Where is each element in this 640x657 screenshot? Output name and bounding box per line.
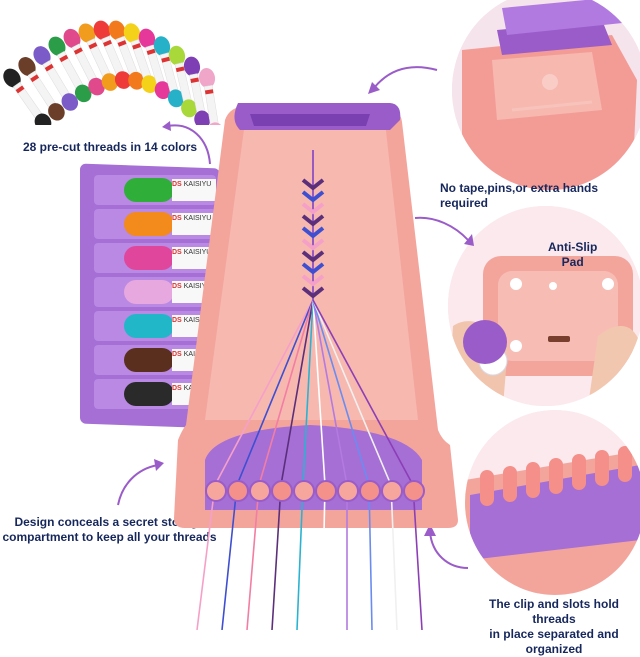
thread-fan [196,150,423,630]
skein [63,28,105,96]
skein [48,36,92,103]
arrow-anti-slip-icon [414,216,474,246]
spool-logo: DS [172,317,182,324]
tray-skein [124,178,174,202]
slot-peg [480,470,494,506]
skein [18,57,65,121]
clip-closeup-circle [452,0,640,190]
skein [93,20,132,89]
fan-thread [246,150,314,630]
slot-peg [549,458,563,494]
tray-skein [124,246,174,270]
slot-peg [595,450,609,486]
tray-skein [124,212,174,236]
thread-skeins-image [3,20,224,125]
fan-thread [271,150,314,630]
spool-logo: DS [172,283,182,290]
thread-peg [337,480,359,502]
skein [108,20,145,90]
arrow-storage-icon [117,459,164,506]
slot-peg [503,466,517,502]
arrow-threads-icon [162,121,211,165]
spool-logo: DS [172,215,182,222]
skein [183,56,211,125]
anti-slip-closeup-circle [448,206,640,406]
spool-brand: KAISIYU [183,283,212,290]
spool-brand: KAISIYU [183,317,212,324]
spool-brand: KAISIYU [183,215,212,222]
spool-brand: KAISIYU [183,249,212,256]
fan-thread [312,150,373,630]
skein [153,36,185,108]
spool-brand: KAISIYU [183,181,212,188]
thread-peg [315,480,337,502]
thread-peg [403,480,425,502]
skein [3,68,52,125]
thread-peg [359,480,381,502]
skein [123,23,158,94]
caption-no-tape: No tape,pins,or extra hands required [440,181,599,210]
caption-anti-slip: Anti-Slip Pad [548,240,598,269]
skein [138,28,171,100]
tray-skein [124,314,174,338]
pad-indicator-icon [463,320,507,364]
peg-row [205,480,435,506]
tray-skein [124,348,174,372]
skein [168,45,198,118]
skein [33,46,79,111]
slot-peg [526,462,540,498]
spool-logo: DS [172,181,182,188]
caption-storage-line2: compartment to keep all your threads [2,530,217,544]
thread-peg [293,480,315,502]
fan-thread [196,150,314,630]
slot-peg [572,454,586,490]
skein [78,23,119,91]
arrow-clip-icon [368,66,438,94]
thread-peg [381,480,403,502]
thread-peg [249,480,271,502]
thread-peg [271,480,293,502]
caption-storage: Design conceals a secret storage compart… [2,515,217,545]
fan-thread [312,150,398,630]
friendship-bracelet-braid [301,178,325,299]
slots-closeup-circle [465,410,640,595]
caption-clip-slots: The clip and slots hold threads in place… [468,597,640,657]
slot-peg [618,446,632,482]
spool-logo: DS [172,385,182,392]
caption-storage-line1: Design conceals a secret storage [14,515,205,529]
thread-peg [205,480,227,502]
skein [198,68,224,125]
caption-clip-line1: The clip and slots hold threads [488,597,619,626]
caption-threads: 28 pre-cut threads in 14 colors [23,140,198,154]
spool-logo: DS [172,249,182,256]
caption-clip-line2: in place separated and organized [489,627,619,656]
spool-logo: DS [172,351,182,358]
tray-skein [124,382,174,406]
tray-skein [124,280,174,304]
thread-peg [227,480,249,502]
arrow-slots-icon [424,524,469,569]
